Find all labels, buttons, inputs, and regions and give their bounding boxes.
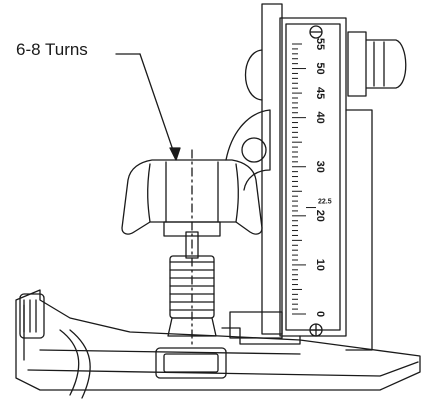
- left-bracket: [19, 293, 45, 339]
- base-plate-lip: [39, 349, 301, 355]
- callout-arrow-icon: [169, 147, 181, 161]
- base-plate-inner-edge: [23, 304, 419, 377]
- scale-labels: 55 50 45 40 30 20 10 0 22.5: [314, 38, 332, 317]
- dome-cap: [244, 49, 263, 101]
- connecting-arm: [225, 109, 271, 191]
- scale-frame: [279, 17, 347, 337]
- scale-label: 20: [314, 210, 326, 222]
- turns-callout-label: 6-8 Turns: [16, 40, 88, 59]
- scale-label: 0: [314, 311, 326, 317]
- scale-label: 40: [314, 112, 326, 124]
- scale-special-label: 22.5: [318, 199, 332, 206]
- callout-leader-line: [139, 53, 176, 157]
- right-bracket: [345, 109, 373, 351]
- scale-ticks: [292, 43, 316, 315]
- back-column: [261, 3, 283, 335]
- bottom-slot: [155, 347, 227, 379]
- scale-label: 10: [314, 259, 326, 271]
- lower-fitting: [229, 311, 283, 339]
- scale-label: 30: [314, 161, 326, 173]
- knob-grip-lines: [147, 161, 239, 223]
- cable: [59, 329, 91, 399]
- scale-label: 55: [314, 38, 326, 50]
- scale-label: 45: [314, 87, 326, 99]
- arm-pivot: [241, 137, 267, 163]
- scale-label: 50: [314, 62, 326, 74]
- cable-gland: [347, 31, 407, 97]
